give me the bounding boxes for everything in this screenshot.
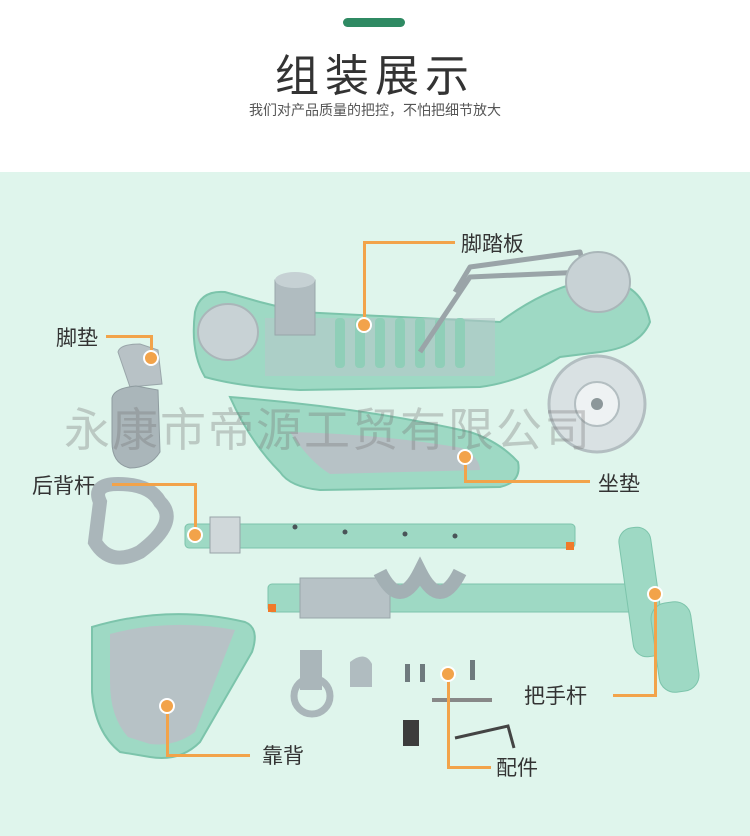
label-footboard: 脚踏板: [461, 232, 524, 256]
back-rod-marker: [187, 527, 203, 543]
footboard-leader-v: [363, 241, 366, 324]
label-seat-cushion: 坐垫: [598, 472, 640, 496]
company-watermark: 永康市帝源工贸有限公司: [64, 403, 592, 457]
label-handlebar: 把手杆: [524, 684, 587, 708]
accessories-leader-h: [447, 766, 491, 769]
handlebar-leader-v: [654, 597, 657, 697]
backrest-leader-v: [166, 707, 169, 757]
handlebar-part: [267, 526, 700, 693]
scooter-parts-illustration: [87, 249, 700, 759]
accessories-part: [290, 650, 516, 749]
accessories-marker: [440, 666, 456, 682]
back-rod-part: [87, 476, 576, 565]
footboard-part: [192, 249, 652, 454]
label-accessories: 配件: [496, 756, 538, 780]
label-footpad: 脚垫: [56, 326, 98, 350]
footboard-leader-h: [363, 241, 455, 244]
section-title: 组装展示: [275, 51, 475, 102]
handlebar-marker: [647, 586, 663, 602]
footpad-marker: [143, 350, 159, 366]
backrest-marker: [159, 698, 175, 714]
footpad-leader-h: [106, 335, 151, 338]
label-back-rod: 后背杆: [32, 474, 95, 498]
seat-cushion-marker: [457, 449, 473, 465]
handlebar-leader-h: [613, 694, 657, 697]
footpad-leader-v: [150, 335, 153, 355]
seat-leader-h: [464, 480, 590, 483]
back-rod-leader-h: [112, 483, 197, 486]
accent-bar: [343, 18, 405, 27]
footboard-marker: [356, 317, 372, 333]
seat-leader-v: [464, 461, 467, 481]
back-rod-leader-v: [194, 483, 197, 533]
seat-cushion-part: [228, 395, 520, 492]
backrest-part: [91, 613, 256, 759]
section-subtitle: 我们对产品质量的把控，不怕把细节放大: [249, 103, 501, 119]
assembly-showcase: 永康市帝源工贸有限公司 脚踏板 脚垫 后背杆 坐垫 把手杆 靠背 配件: [0, 172, 750, 836]
section-header: 组装展示 我们对产品质量的把控，不怕把细节放大: [0, 0, 750, 172]
label-backrest: 靠背: [262, 744, 304, 768]
backrest-leader-h: [166, 754, 250, 757]
accessories-leader-v: [447, 677, 450, 769]
